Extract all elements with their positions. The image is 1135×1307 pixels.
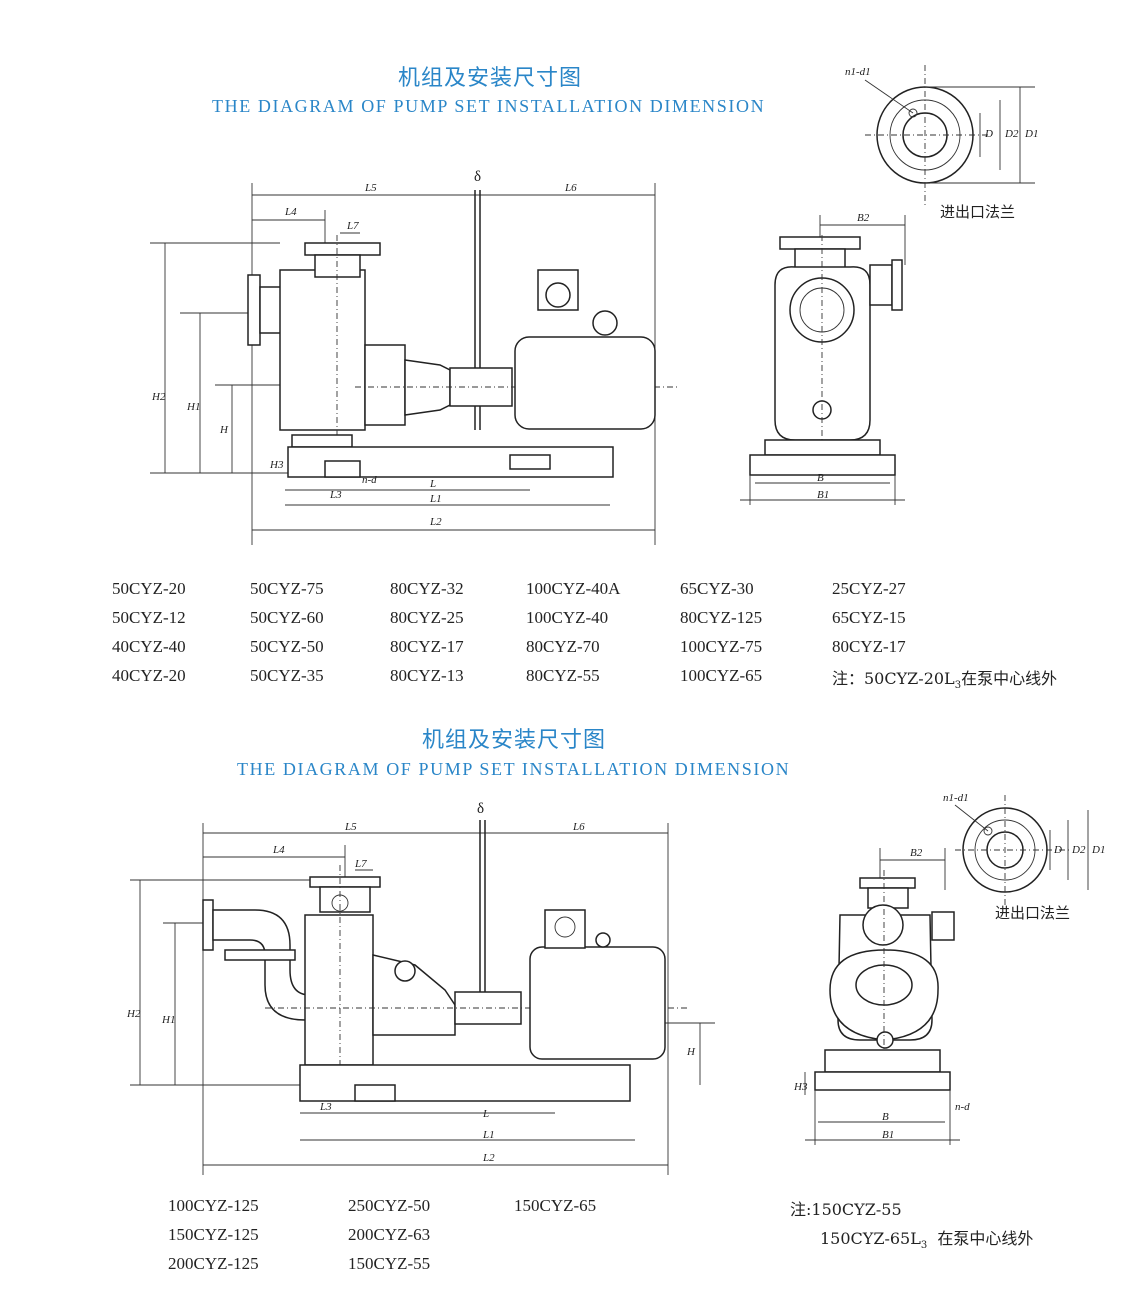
model-item: 150CYZ-125 <box>168 1225 259 1244</box>
model-item: 80CYZ-70 <box>526 637 600 656</box>
label-H3: H3 <box>269 459 284 471</box>
model-item: 100CYZ-40 <box>526 608 609 627</box>
label-L7: L7 <box>354 858 367 870</box>
model-item: 80CYZ-125 <box>680 608 763 627</box>
model-item: 65CYZ-30 <box>680 579 754 598</box>
label-L: L <box>429 478 436 490</box>
label-H1: H1 <box>161 1014 175 1026</box>
label-B2: B2 <box>910 847 923 859</box>
label-D: D <box>984 128 993 140</box>
label-H1: H1 <box>186 401 200 413</box>
label-D2: D2 <box>1071 844 1086 856</box>
label-delta: δ <box>477 801 484 817</box>
label-D2: D2 <box>1004 128 1019 140</box>
label-L: L <box>482 1108 489 1120</box>
label-L5: L5 <box>364 182 377 194</box>
label-B: B <box>817 472 824 484</box>
note-text: 注：50CYZ-20L <box>832 669 955 688</box>
model-item: 100CYZ-40A <box>526 579 621 598</box>
model-item: 200CYZ-125 <box>168 1254 259 1273</box>
label-n1d1: n1-d1 <box>943 792 969 804</box>
label-H: H <box>686 1046 696 1058</box>
model-item: 50CYZ-50 <box>250 637 324 656</box>
label-B: B <box>882 1111 889 1123</box>
note-tail: 在泵中心线外 <box>961 669 1058 688</box>
pump-front-view-1: B2 B B1 <box>740 212 906 505</box>
note-sub: 3 <box>954 680 962 692</box>
label-n1d1: n1-d1 <box>845 66 871 78</box>
pump-side-elevation-2: L5 L6 δ L4 L7 H2 H1 H L3 L L1 L2 <box>126 801 715 1175</box>
model-item: 50CYZ-60 <box>250 608 324 627</box>
model-item: 150CYZ-65 <box>514 1196 597 1215</box>
label-nd: n-d <box>362 474 377 486</box>
model-item: 80CYZ-55 <box>526 666 600 685</box>
label-H2: H2 <box>151 391 166 403</box>
label-delta: δ <box>474 169 481 185</box>
model-item: 40CYZ-20 <box>112 666 186 685</box>
label-L5: L5 <box>344 821 357 833</box>
model-item: 65CYZ-15 <box>832 608 906 627</box>
label-L3: L3 <box>319 1101 332 1113</box>
model-item: 50CYZ-35 <box>250 666 324 685</box>
section1-title-cn: 机组及安装尺寸图 <box>398 66 583 91</box>
model-item: 100CYZ-65 <box>680 666 763 685</box>
section2-note-line1: 注:150CYZ-55 <box>790 1200 902 1219</box>
label-flange: 进出口法兰 <box>940 203 1015 221</box>
label-L7: L7 <box>346 220 359 232</box>
label-flange-2: 进出口法兰 <box>995 904 1071 922</box>
model-item: 50CYZ-20 <box>112 579 186 598</box>
model-item: 100CYZ-125 <box>168 1196 259 1215</box>
label-L1: L1 <box>429 493 442 505</box>
label-H: H <box>219 424 229 436</box>
label-H2: H2 <box>126 1008 141 1020</box>
label-L6: L6 <box>572 821 585 833</box>
section1-title-en: THE DIAGRAM OF PUMP SET INSTALLATION DIM… <box>212 96 766 116</box>
note2-sub: 3 <box>920 1240 928 1252</box>
model-item: 100CYZ-75 <box>680 637 763 656</box>
label-L2: L2 <box>429 516 442 528</box>
model-item: 250CYZ-50 <box>348 1196 431 1215</box>
flange-detail-1: n1-d1 D D2 D1 进出口法兰 <box>845 65 1038 221</box>
label-L3: L3 <box>329 489 342 501</box>
label-B1: B1 <box>817 489 829 501</box>
label-D: D <box>1053 844 1062 856</box>
section1-note: 注：50CYZ-20L3在泵中心线外 <box>832 665 1057 691</box>
model-item: 80CYZ-13 <box>390 666 464 685</box>
label-H3: H3 <box>793 1081 808 1093</box>
model-item: 50CYZ-75 <box>250 579 324 598</box>
model-item: 150CYZ-55 <box>348 1254 431 1273</box>
note2-tail: 在泵中心线外 <box>937 1229 1034 1248</box>
label-L4: L4 <box>284 206 297 218</box>
section2-title-cn: 机组及安装尺寸图 <box>422 728 607 753</box>
label-D1: D1 <box>1024 128 1038 140</box>
model-item: 50CYZ-12 <box>112 608 186 627</box>
label-B2: B2 <box>857 212 870 224</box>
section2-note-line2: 150CYZ-65L3 在泵中心线外 <box>820 1225 1033 1251</box>
model-item: 80CYZ-25 <box>390 608 464 627</box>
label-nd: n-d <box>955 1101 970 1113</box>
model-item: 80CYZ-17 <box>390 637 464 656</box>
label-L2: L2 <box>482 1152 495 1164</box>
model-item: 40CYZ-40 <box>112 637 186 656</box>
model-item: 200CYZ-63 <box>348 1225 431 1244</box>
model-item: 25CYZ-27 <box>832 579 906 598</box>
label-B1: B1 <box>882 1129 894 1141</box>
pump-side-elevation-1: L5 L6 δ L4 L7 H2 H1 H H3 n-d L L1 L2 L3 <box>150 169 680 545</box>
model-item: 80CYZ-17 <box>832 637 906 656</box>
note2-text: 150CYZ-65L <box>820 1229 921 1248</box>
label-L1: L1 <box>482 1129 495 1141</box>
pump-front-view-2: B2 H3 n-d B B1 <box>793 847 970 1145</box>
flange-detail-2: n1-d1 D D2 D1 <box>943 792 1105 905</box>
label-D1: D1 <box>1091 844 1105 856</box>
model-item: 80CYZ-32 <box>390 579 464 598</box>
label-L4: L4 <box>272 844 285 856</box>
label-L6: L6 <box>564 182 577 194</box>
section2-title-en: THE DIAGRAM OF PUMP SET INSTALLATION DIM… <box>237 759 791 779</box>
